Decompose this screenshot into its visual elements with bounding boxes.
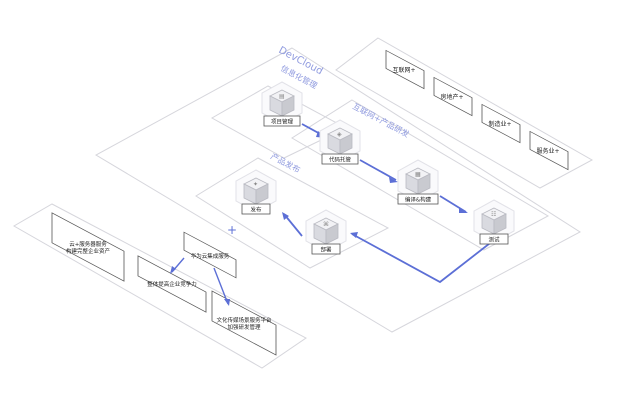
flow-arrows	[283, 123, 495, 284]
left-arrow-heads	[170, 266, 230, 306]
label-box	[241, 203, 271, 215]
node-code-hosting: ◈ 代码托管	[319, 119, 361, 165]
rocket-icon: ✦	[253, 181, 258, 188]
arrow-center-to-bottom	[213, 267, 229, 305]
value-label-middle: 整体提高企业竞争力	[147, 280, 197, 288]
industry-box-frame	[481, 103, 521, 144]
document-icon: ▤	[279, 93, 285, 100]
node-label: 部署	[320, 246, 332, 254]
label-box	[321, 153, 359, 165]
value-box-bottom	[211, 290, 277, 356]
label-box	[311, 243, 341, 255]
industry-label-realestate: 房地产+	[440, 93, 463, 101]
value-label-bottom: 文化传媒场景服务平台加强研发管理	[216, 316, 272, 331]
arrowhead-bottom	[224, 299, 230, 306]
section-title-release: 产品发布	[269, 151, 302, 175]
left-value-panel	[12, 203, 307, 369]
arrow-deploy-to-publish	[283, 213, 303, 237]
industry-label-manufacturing: 制造业+	[488, 120, 511, 128]
arrowhead-test	[459, 207, 468, 213]
arrowhead-publish	[282, 212, 289, 220]
checklist-icon: ☷	[491, 211, 496, 218]
arrowhead-middle	[170, 266, 176, 274]
value-label-center: 华为云集成服务	[191, 252, 230, 260]
tag-icon: ⌘	[323, 221, 329, 228]
node-publish: ✦ 发布	[235, 169, 277, 215]
value-box-info	[51, 212, 125, 282]
value-box-frame	[183, 231, 237, 279]
arrow-code-to-build	[359, 159, 397, 181]
node-label: 项目管理	[271, 118, 294, 126]
industry-label-internet: 互联网+	[392, 66, 415, 74]
devcloud-panel	[94, 47, 581, 333]
arrowhead-build	[389, 177, 398, 183]
label-box	[263, 115, 301, 127]
node-label: 测试	[488, 236, 500, 244]
build-icon: ▦	[415, 171, 421, 178]
release-panel	[195, 157, 390, 269]
industry-box-frame	[433, 76, 473, 117]
panel-outlines	[12, 37, 594, 369]
industry-box-service	[529, 130, 569, 171]
node-deploy: ⌘ 部署	[305, 209, 347, 255]
value-box-middle	[137, 255, 207, 313]
value-label-info: 云+服务器服务构建完整企业资产	[66, 240, 111, 255]
right-industry-panel	[335, 37, 594, 189]
arrow-test-to-deploy	[351, 233, 495, 284]
node-test: ☷ 测试	[473, 199, 515, 245]
info-mgmt-panel	[210, 85, 348, 159]
arrowhead-deploy	[350, 232, 358, 238]
value-box-frame	[211, 290, 277, 356]
industry-box-realestate	[433, 76, 473, 117]
node-project-mgmt: ▤ 项目管理	[261, 81, 303, 127]
value-box-frame	[137, 255, 207, 313]
industry-label-service: 服务业+	[536, 147, 559, 155]
industry-box-frame	[529, 130, 569, 171]
node-compile-build: ▦ 编译&构建	[397, 159, 439, 205]
node-label: 代码托管	[329, 156, 352, 164]
node-label: 编译&构建	[405, 196, 432, 204]
plus-sign: +	[227, 223, 237, 237]
label-box	[479, 233, 509, 245]
dev-panel	[291, 99, 550, 251]
shield-icon: ◈	[337, 131, 342, 138]
industry-box-manufacturing	[481, 103, 521, 144]
node-label: 发布	[250, 206, 262, 214]
label-box	[397, 193, 439, 205]
industry-box-frame	[385, 49, 425, 90]
value-box-frame	[51, 212, 125, 282]
value-box-center	[183, 231, 237, 279]
industry-box-internet	[385, 49, 425, 90]
